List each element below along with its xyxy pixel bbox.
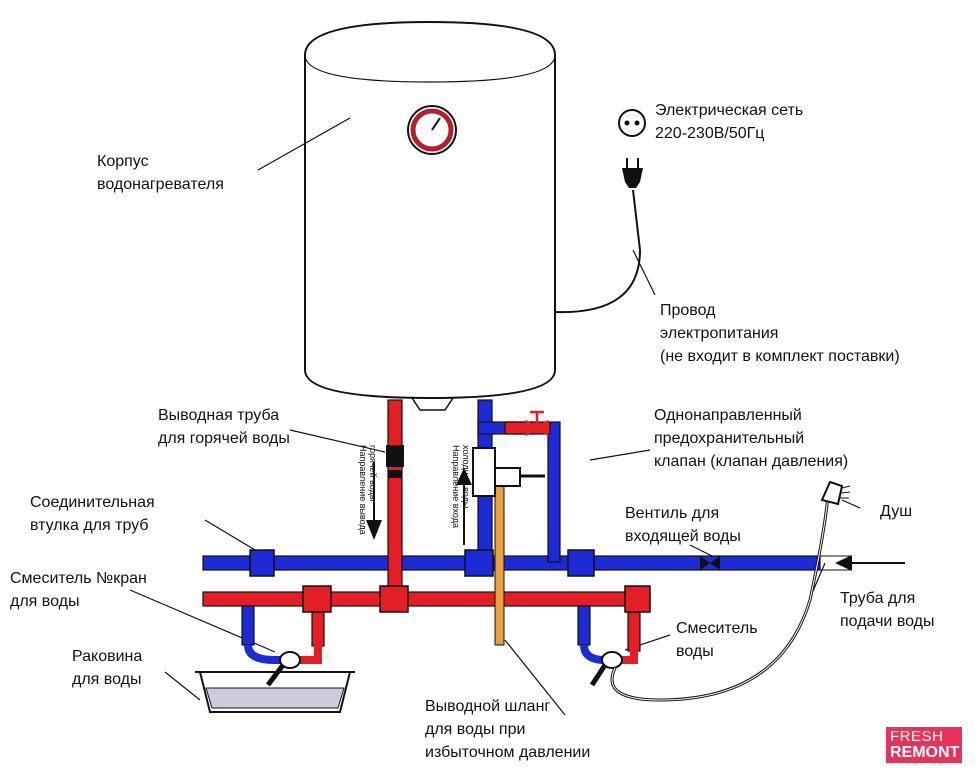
hot-direction-label: Направление выводагорячей воды [358,445,378,535]
shower-head-icon [820,480,851,506]
fresh-remont-logo: FRESH REMONT [886,727,962,763]
cold-flow-arrow-icon [456,468,472,545]
thermometer-gauge-icon [407,105,457,155]
socket-icon [618,109,646,137]
water-heater-tank [304,20,556,411]
power-cable [554,189,642,314]
sink-icon [195,671,355,713]
safety-valve-icon [472,447,545,497]
overflow-drain-hose [494,479,505,646]
logo-line1: FRESH [890,728,944,745]
left-faucet-icon [244,640,322,687]
logo-line2: REMONT [890,744,960,761]
pipe-couplings [249,549,595,577]
hot-flow-arrow-icon [366,462,382,540]
hot-outlet-nut-icon [386,445,404,478]
inlet-valve-icon [700,556,720,570]
cold-water-pipes [202,399,821,646]
red-tap-handle-icon [525,410,549,437]
cold-direction-label: Направление входахолодной воды [451,445,471,528]
inflow-arrow-icon [835,555,905,571]
plug-icon [622,158,643,188]
shower-label: Душ [880,503,912,520]
right-mixer-icon [580,644,638,687]
